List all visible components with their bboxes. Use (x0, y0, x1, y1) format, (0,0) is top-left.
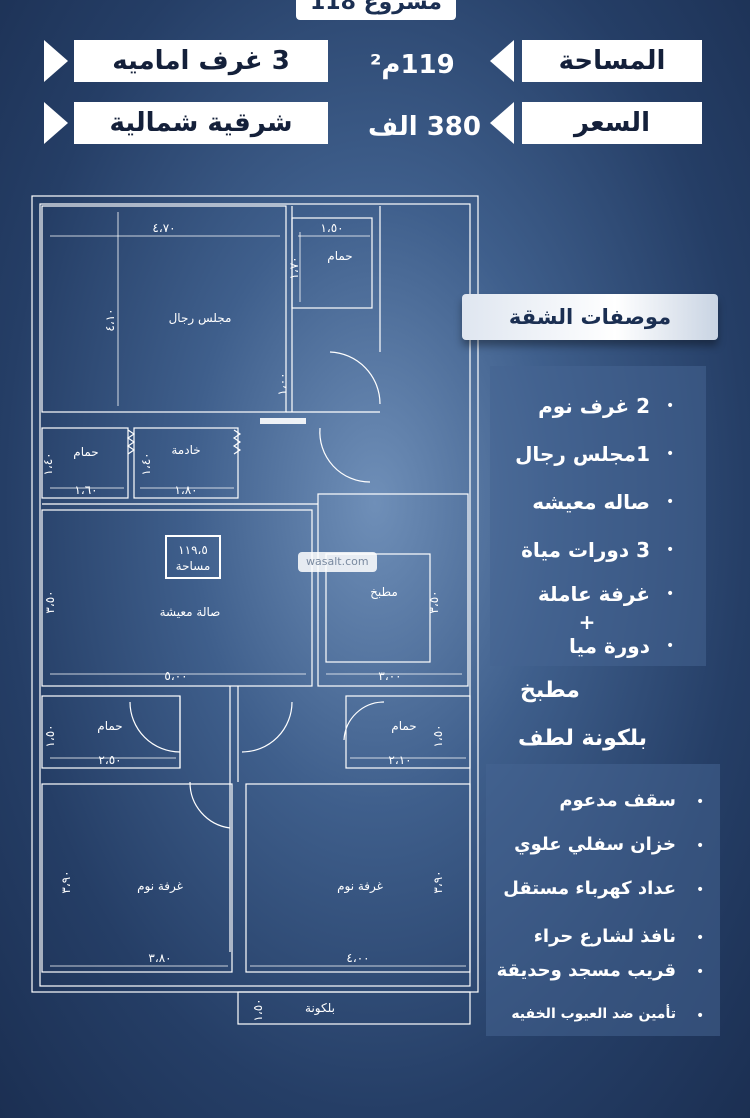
specs-panel-2 (486, 764, 720, 1036)
floor-plan-drawing: مجلس رجال حمام حمام خادمة صالة معيشة مطب… (31, 195, 479, 1025)
dim-bath-ll-h: ١،٥٠ (43, 724, 57, 747)
dim-bath-top-h: ١،٧٠ (287, 256, 301, 279)
direction-banner: شرقية شمالية (74, 102, 328, 144)
room-balcony: بلكونة (305, 1001, 335, 1016)
room-majlis: مجلس رجال (169, 311, 232, 326)
kitchen-caption: مطبخ (520, 678, 580, 703)
bullet-icon: • (666, 586, 675, 602)
spec-item: خزان سفلي علوي (514, 834, 676, 855)
spec-item: دورة ميا (568, 634, 650, 658)
dim-corridor: ١،٠٠ (275, 372, 289, 395)
spec-item: صاله معيشه (532, 490, 650, 514)
dim-bed-r-w: ٤،٠٠ (346, 951, 369, 965)
project-title: مشروع 118 (296, 0, 456, 20)
rooms-arrow (44, 40, 68, 82)
spec-item: قريب مسجد وحديقة (496, 960, 676, 981)
bullet-icon: • (666, 638, 675, 654)
spec-item: تأمين ضد العيوب الخفيه (511, 1006, 676, 1022)
bullet-icon: • (666, 446, 675, 462)
room-bath-left: حمام (73, 445, 98, 459)
bullet-icon: • (666, 398, 675, 414)
bullet-icon: • (696, 964, 705, 980)
dim-bed-r-h: ٣،٩٠ (431, 870, 445, 893)
dim-kitchen-w: ٣،٠٠ (378, 669, 401, 683)
area-box-label: مساحة (176, 559, 211, 573)
bullet-icon: • (696, 882, 705, 898)
dim-bath-left-w: ١،٦٠ (74, 483, 97, 497)
bullet-icon: • (666, 494, 675, 510)
specs-panel (490, 366, 706, 666)
dim-bath-lr-w: ٢،١٠ (388, 753, 411, 767)
dim-living-h: ٣،٥٠ (43, 590, 57, 613)
balcony-caption: بلكونة لطف (518, 726, 647, 751)
room-bath-lower-right: حمام (391, 719, 416, 733)
specs-title: موصفات الشقة (462, 294, 718, 340)
spec-plus: + (578, 610, 596, 634)
bullet-icon: • (696, 838, 705, 854)
dim-balcony-h: ١،٥٠ (251, 998, 265, 1021)
room-bedroom-left: غرفة نوم (137, 879, 183, 894)
area-arrow (490, 40, 514, 82)
price-label: السعر (522, 102, 702, 144)
dim-living-w: ٥،٠٠ (164, 669, 187, 683)
rooms-front-banner: 3 غرف اماميه (74, 40, 328, 82)
dim-bath-left-h: ١،٤٠ (41, 452, 55, 475)
spec-item: 2 غرف نوم (538, 394, 650, 418)
dim-bath-top-w: ١،٥٠ (320, 221, 343, 235)
room-maid: خادمة (171, 443, 200, 457)
dim-majlis-w: ٤،٧٠ (152, 221, 175, 235)
spec-item: غرفة عاملة (537, 582, 650, 606)
bullet-icon: • (696, 930, 705, 946)
spec-item: عداد كهرباء مستقل (503, 878, 676, 899)
area-box-value: ١١٩،٥ (178, 543, 208, 557)
floor-plan: مجلس رجال حمام حمام خادمة صالة معيشة مطب… (30, 192, 480, 1028)
price-arrow (490, 102, 514, 144)
spec-item: نافذ لشارع حراء (533, 926, 676, 947)
dim-bed-l-w: ٣،٨٠ (148, 951, 171, 965)
spec-item: سقف مدعوم (559, 790, 676, 811)
dim-maid-h: ١،٤٠ (139, 452, 153, 475)
bullet-icon: • (696, 1008, 705, 1024)
price-value: 380 الف (368, 112, 481, 142)
watermark: wasalt.com (298, 552, 377, 572)
direction-arrow (44, 102, 68, 144)
room-bath-lower-left: حمام (97, 719, 122, 733)
spec-item: 3 دورات مياة (521, 538, 650, 562)
dim-bed-l-h: ٣،٩٠ (59, 870, 73, 893)
dim-kitchen-h: ٣،٥٠ (427, 590, 441, 613)
dim-maid-w: ١،٨٠ (174, 483, 197, 497)
dim-bath-ll-w: ٢،٥٠ (98, 753, 121, 767)
area-label: المساحة (522, 40, 702, 82)
area-value: 119م² (370, 50, 455, 80)
bullet-icon: • (666, 542, 675, 558)
room-living: صالة معيشة (160, 605, 221, 619)
dim-majlis-h: ٤،١٠ (103, 308, 117, 331)
room-bath-top: حمام (327, 249, 352, 263)
dim-bath-lr-h: ١،٥٠ (431, 724, 445, 747)
room-kitchen: مطبخ (370, 585, 398, 599)
spec-item: 1مجلس رجال (515, 442, 650, 466)
bullet-icon: • (696, 794, 705, 810)
room-bedroom-right: غرفة نوم (337, 879, 383, 894)
